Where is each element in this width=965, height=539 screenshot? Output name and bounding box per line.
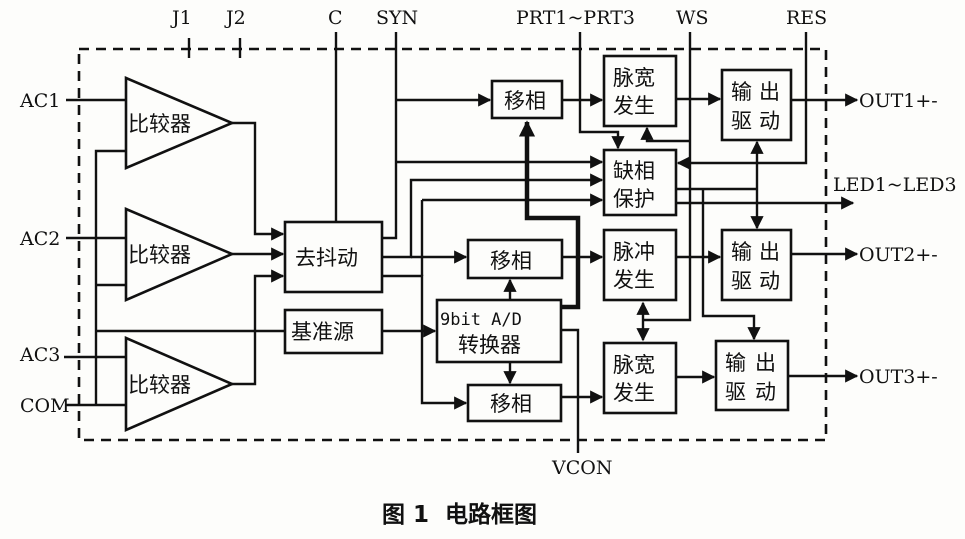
- debounce-block: 去抖动: [283, 220, 384, 294]
- input-ac1-label: AC1: [19, 90, 60, 112]
- wire-prt: [578, 32, 625, 150]
- pin-c-label: C: [328, 7, 343, 29]
- pin-prt-label: PRT1~PRT3: [516, 7, 635, 29]
- svg-text:输: 输: [731, 240, 752, 264]
- svg-text:移相: 移相: [490, 392, 532, 416]
- input-ac2-label: AC2: [19, 228, 60, 250]
- output-out1-label: OUT1+-: [859, 90, 938, 112]
- svg-text:出: 出: [759, 240, 780, 264]
- svg-text:动: 动: [759, 269, 780, 293]
- chip-boundary: [77, 47, 828, 442]
- svg-text:出: 出: [759, 80, 780, 104]
- svg-text:脉冲: 脉冲: [613, 240, 655, 264]
- svg-text:移相: 移相: [490, 249, 532, 273]
- wire-ws-to-pwm1: [640, 126, 690, 143]
- wire-debounce-to-phase3: [382, 274, 468, 410]
- comparator-3: 比较器: [124, 336, 236, 432]
- pin-j2-label: J2: [224, 7, 246, 29]
- svg-text:9bit A/D: 9bit A/D: [440, 310, 522, 330]
- svg-text:去抖动: 去抖动: [295, 246, 358, 270]
- svg-text:动: 动: [759, 109, 780, 133]
- wire-phaseloss-to-driver3: [701, 189, 761, 341]
- adc-block: 9bit A/D 转换器: [435, 298, 563, 364]
- pin-res-label: RES: [786, 7, 827, 29]
- pin-syn-label: SYN: [376, 7, 418, 29]
- svg-text:驱: 驱: [731, 109, 752, 133]
- svg-text:脉宽: 脉宽: [613, 66, 655, 90]
- pin-vcon-label: VCON: [551, 457, 612, 479]
- phase-loss-protection-block: 缺相 保护: [602, 148, 678, 217]
- svg-text:缺相: 缺相: [613, 159, 655, 183]
- svg-text:输: 输: [725, 351, 746, 375]
- input-ac3-label: AC3: [19, 344, 60, 366]
- wire-common-bus: [94, 149, 126, 405]
- wire-vcon: [561, 328, 580, 453]
- wire-comp3-to-debounce: [232, 269, 285, 386]
- comparator-2: 比较器: [124, 207, 236, 302]
- svg-text:保护: 保护: [613, 187, 655, 211]
- wire-ws: [643, 32, 692, 322]
- wire-res: [676, 32, 808, 170]
- svg-text:出: 出: [755, 351, 776, 375]
- wire-syn: [382, 32, 398, 240]
- svg-text:输: 输: [731, 80, 752, 104]
- svg-text:转换器: 转换器: [458, 333, 521, 357]
- svg-text:比较器: 比较器: [128, 243, 191, 267]
- svg-text:基准源: 基准源: [291, 320, 354, 344]
- wire-comp1-to-debounce: [232, 121, 285, 241]
- output-led-label: LED1~LED3: [833, 174, 957, 196]
- reference-block: 基准源: [283, 308, 384, 355]
- svg-text:比较器: 比较器: [128, 112, 191, 136]
- svg-text:脉宽: 脉宽: [613, 353, 655, 377]
- svg-text:发生: 发生: [613, 94, 655, 118]
- svg-text:移相: 移相: [504, 89, 546, 113]
- output-out2-label: OUT2+-: [859, 244, 938, 266]
- pwm-generator-1-block: 脉宽 发生: [602, 54, 678, 128]
- pwm-generator-3-block: 脉宽 发生: [602, 341, 678, 415]
- output-driver-3-block: 输 出 驱 动: [714, 339, 790, 412]
- input-com-label: COM: [20, 395, 70, 417]
- phase-shift-1-block: 移相: [490, 79, 564, 120]
- phase-shift-2-block: 移相: [466, 238, 564, 280]
- svg-text:发生: 发生: [613, 268, 655, 292]
- pin-j1-label: J1: [170, 7, 192, 29]
- output-out3-label: OUT3+-: [859, 366, 938, 388]
- bus-adc-to-phase1: [518, 120, 581, 310]
- svg-text:驱: 驱: [725, 380, 746, 404]
- wire-debounce-to-phaseloss-2: [382, 173, 604, 259]
- figure-caption: 图 1 电路框图: [382, 501, 537, 528]
- phase-shift-3-block: 移相: [466, 383, 563, 423]
- output-driver-2-block: 输 出 驱 动: [720, 228, 793, 302]
- output-driver-1-block: 输 出 驱 动: [720, 68, 793, 142]
- svg-text:驱: 驱: [731, 269, 752, 293]
- svg-text:比较器: 比较器: [128, 373, 191, 397]
- pin-ws-label: WS: [676, 7, 709, 29]
- pulse-generator-block: 脉冲 发生: [602, 228, 678, 302]
- comparator-1: 比较器: [124, 76, 236, 170]
- svg-text:发生: 发生: [613, 381, 655, 405]
- svg-text:动: 动: [755, 380, 776, 404]
